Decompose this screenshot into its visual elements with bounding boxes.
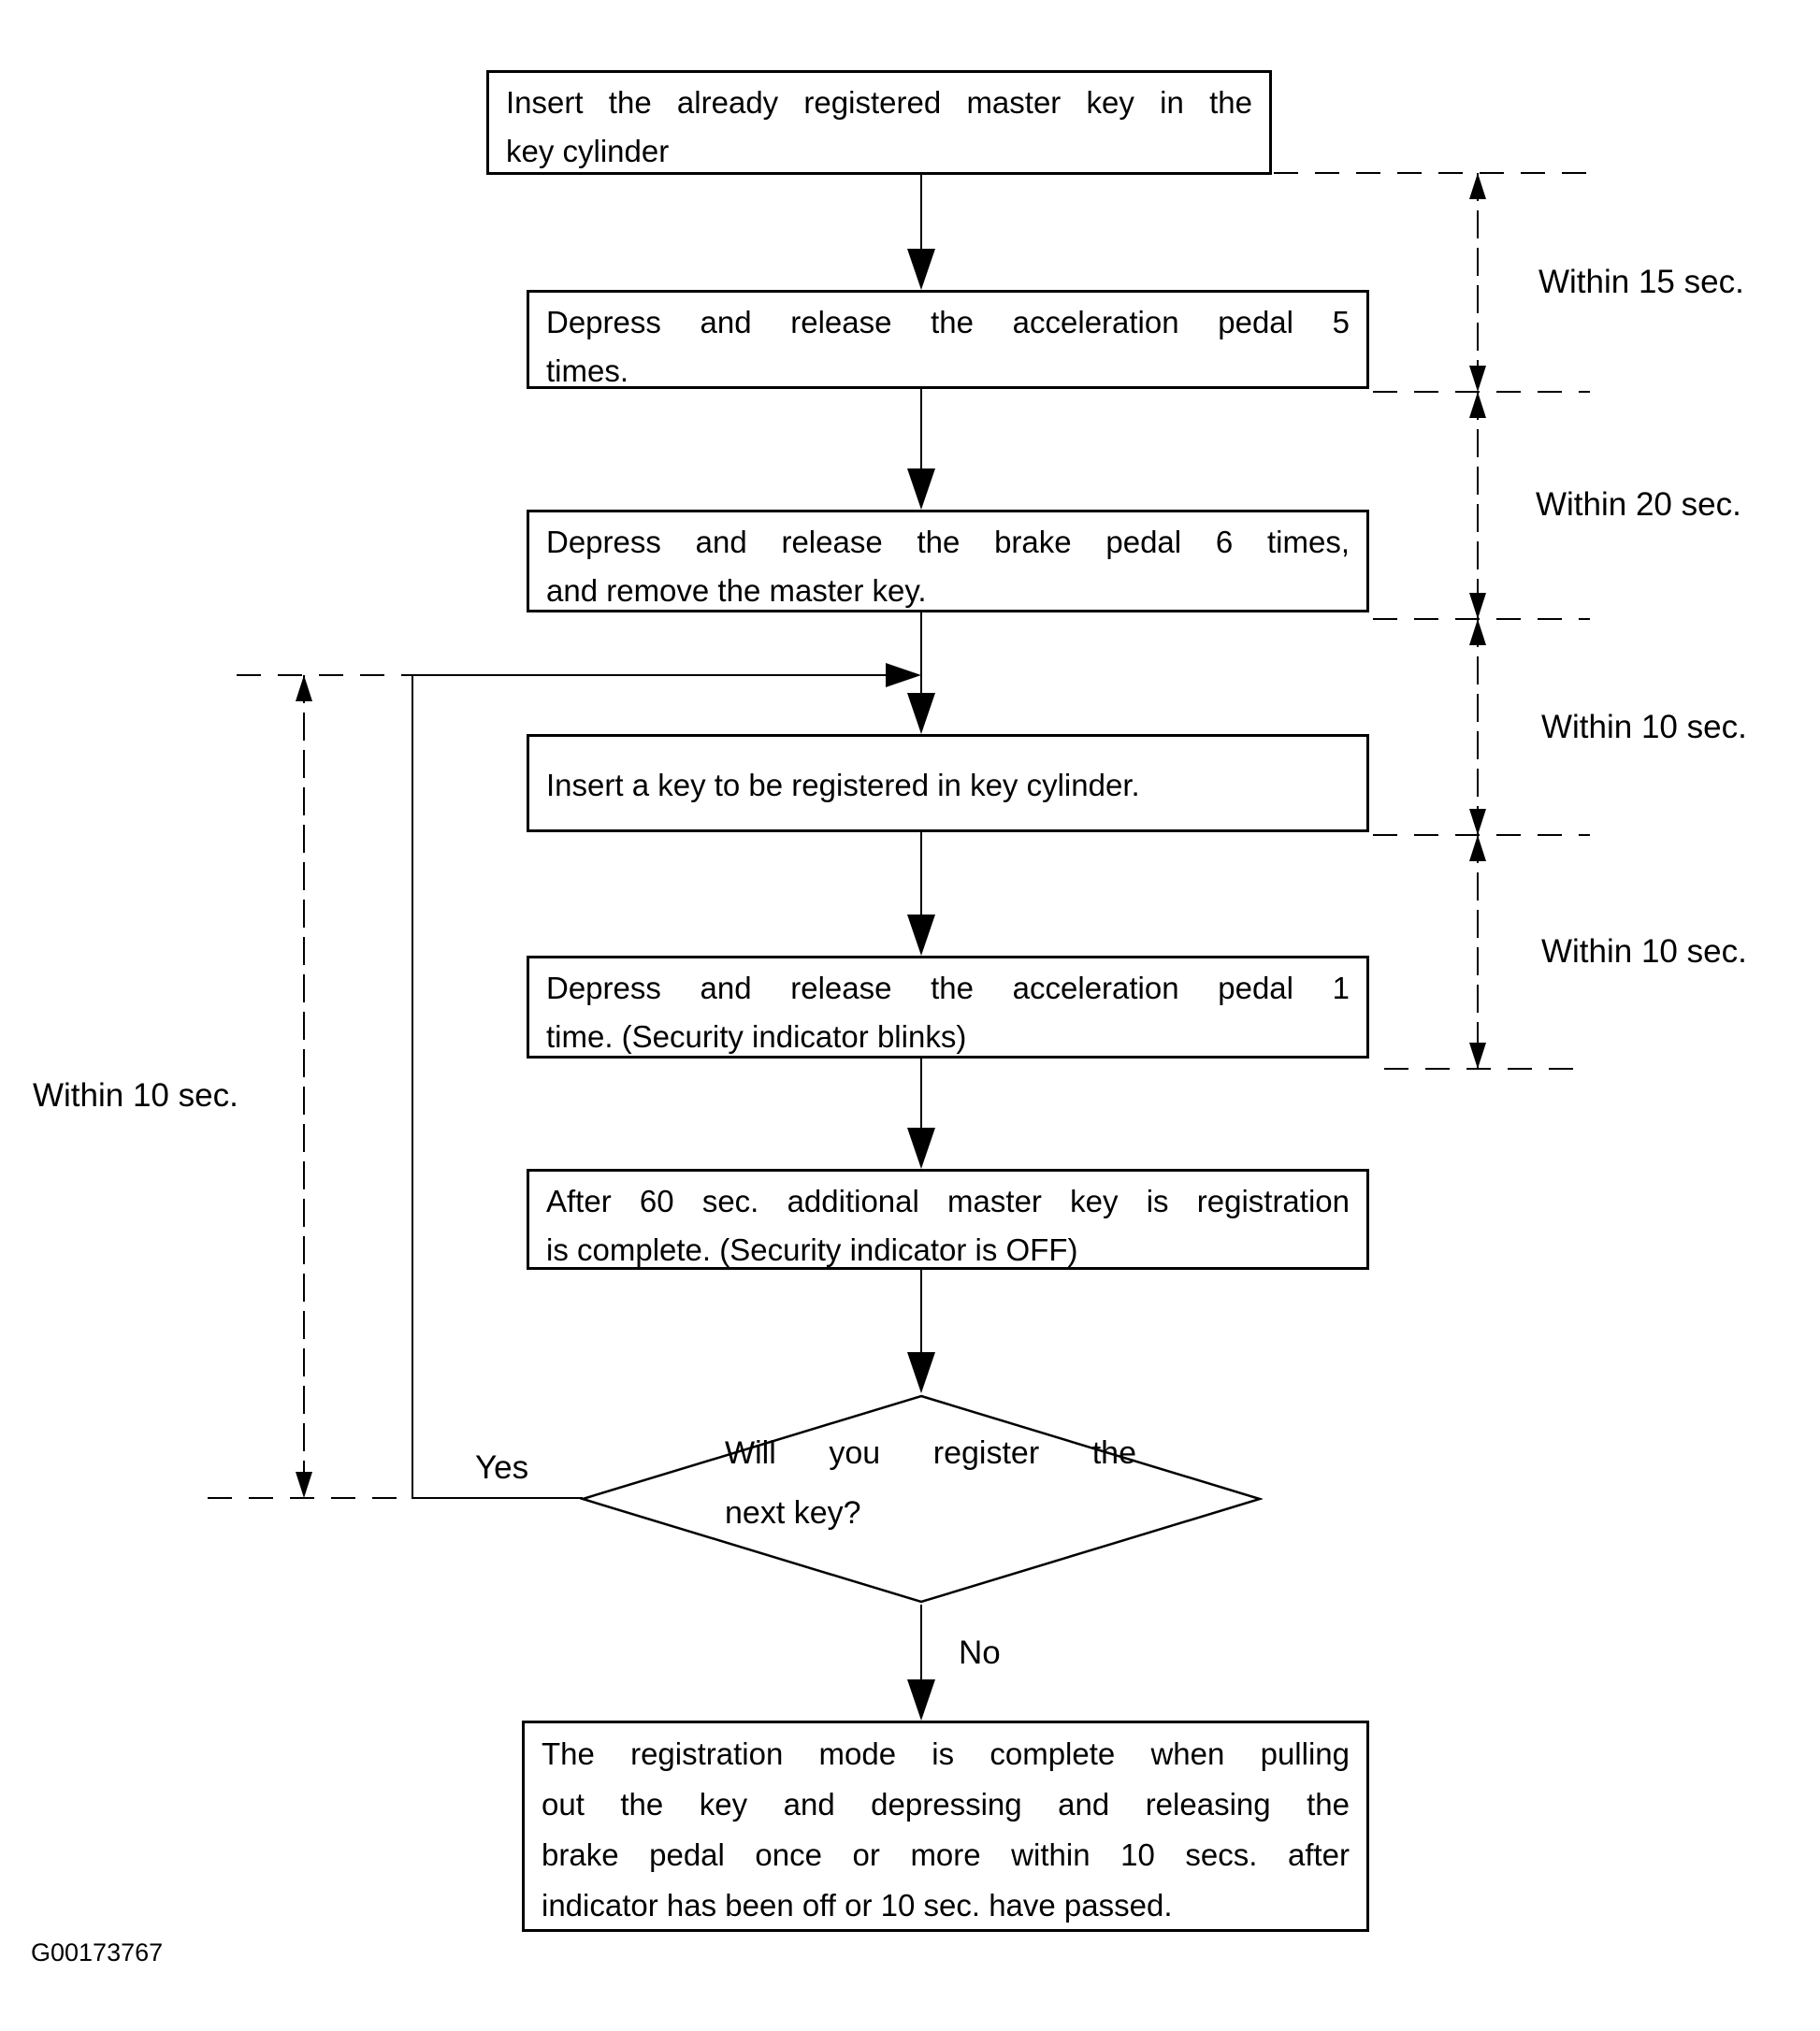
- dim-arrow-down-icon: [1469, 1043, 1486, 1069]
- extension-dash-left-top: [237, 674, 412, 676]
- yes-loop-top-line: [412, 674, 888, 676]
- step-line: indicator has been off or 10 sec. have p…: [542, 1888, 1173, 1923]
- step-line: time. (Security indicator blinks): [546, 1019, 967, 1054]
- yes-loop-bottom-line: [412, 1497, 583, 1499]
- step-line: key cylinder: [506, 134, 670, 168]
- flow-line-6: [920, 1270, 922, 1354]
- step-line: out the key and depressing and releasing…: [542, 1787, 1350, 1822]
- step-line: times.: [546, 353, 629, 388]
- step-line: Depress and release the acceleration ped…: [546, 971, 1350, 1005]
- arrow-down-icon: [907, 1679, 935, 1721]
- dim-arrow-down-icon: [1469, 809, 1486, 835]
- timing-label-right-1: Within 20 sec.: [1536, 486, 1741, 523]
- dim-arrow-down-icon: [1469, 593, 1486, 619]
- extension-dash-right-4: [1384, 1068, 1581, 1070]
- extension-dash-left-bottom: [208, 1497, 412, 1499]
- arrow-down-icon: [907, 468, 935, 510]
- dimension-line-right-4: [1477, 835, 1479, 1069]
- dim-arrow-up-icon: [1469, 392, 1486, 418]
- step-line: is complete. (Security indicator is OFF): [546, 1232, 1078, 1267]
- timing-label-right-0: Within 15 sec.: [1538, 264, 1744, 300]
- timing-label-right-3: Within 10 sec.: [1541, 933, 1747, 970]
- step-line: After 60 sec. additional master key is r…: [546, 1184, 1350, 1218]
- dimension-line-left: [303, 675, 305, 1498]
- decision-register-next-key: [578, 1393, 1264, 1605]
- no-label: No: [959, 1635, 1001, 1671]
- yes-label: Yes: [475, 1449, 529, 1486]
- timing-label-left: Within 10 sec.: [33, 1077, 238, 1114]
- decision-text: Will you register the next key?: [725, 1423, 1136, 1543]
- dim-arrow-up-icon: [296, 675, 312, 701]
- dim-arrow-up-icon: [1469, 173, 1486, 199]
- step-accel-pedal-5-times: Depress and release the acceleration ped…: [527, 290, 1369, 389]
- extension-dash-right-0: [1274, 172, 1590, 174]
- flow-line-4: [920, 832, 922, 916]
- flow-line-1: [920, 175, 922, 251]
- yes-loop-vertical-line: [412, 675, 413, 1498]
- step-insert-new-key: Insert a key to be registered in key cyl…: [527, 734, 1369, 832]
- dimension-line-right-3: [1477, 619, 1479, 835]
- arrow-down-icon: [907, 1128, 935, 1169]
- step-registration-mode-complete: The registration mode is complete when p…: [522, 1721, 1369, 1932]
- arrow-down-icon: [907, 915, 935, 956]
- diamond-shape: [578, 1394, 1264, 1604]
- step-line: Insert the already registered master key…: [506, 85, 1252, 120]
- dim-arrow-down-icon: [296, 1472, 312, 1498]
- figure-code: G00173767: [31, 1938, 164, 1966]
- dimension-line-right-1: [1477, 173, 1479, 392]
- step-line: Depress and release the brake pedal 6 ti…: [546, 525, 1350, 559]
- flow-line-3: [920, 612, 922, 695]
- step-line: Insert a key to be registered in key cyl…: [546, 768, 1140, 802]
- arrow-down-icon: [907, 693, 935, 734]
- decision-line: Will you register the: [725, 1435, 1136, 1471]
- step-registration-complete-60s: After 60 sec. additional master key is r…: [527, 1169, 1369, 1270]
- flow-line-7: [920, 1605, 922, 1681]
- decision-line: next key?: [725, 1495, 861, 1531]
- timing-label-right-2: Within 10 sec.: [1541, 709, 1747, 745]
- step-accel-pedal-1-time: Depress and release the acceleration ped…: [527, 956, 1369, 1059]
- dim-arrow-up-icon: [1469, 835, 1486, 861]
- arrow-down-icon: [907, 249, 935, 290]
- flow-line-2: [920, 389, 922, 470]
- step-brake-pedal-6-times: Depress and release the brake pedal 6 ti…: [527, 510, 1369, 612]
- step-line: brake pedal once or more within 10 secs.…: [542, 1837, 1350, 1872]
- dim-arrow-down-icon: [1469, 366, 1486, 392]
- flow-line-5: [920, 1059, 922, 1130]
- step-line: and remove the master key.: [546, 573, 927, 608]
- step-insert-master-key: Insert the already registered master key…: [486, 70, 1272, 175]
- arrow-down-icon: [907, 1352, 935, 1393]
- step-line: Depress and release the acceleration ped…: [546, 305, 1350, 339]
- arrow-right-icon: [886, 663, 921, 687]
- dim-arrow-up-icon: [1469, 619, 1486, 645]
- step-line: The registration mode is complete when p…: [542, 1736, 1350, 1771]
- dimension-line-right-2: [1477, 392, 1479, 619]
